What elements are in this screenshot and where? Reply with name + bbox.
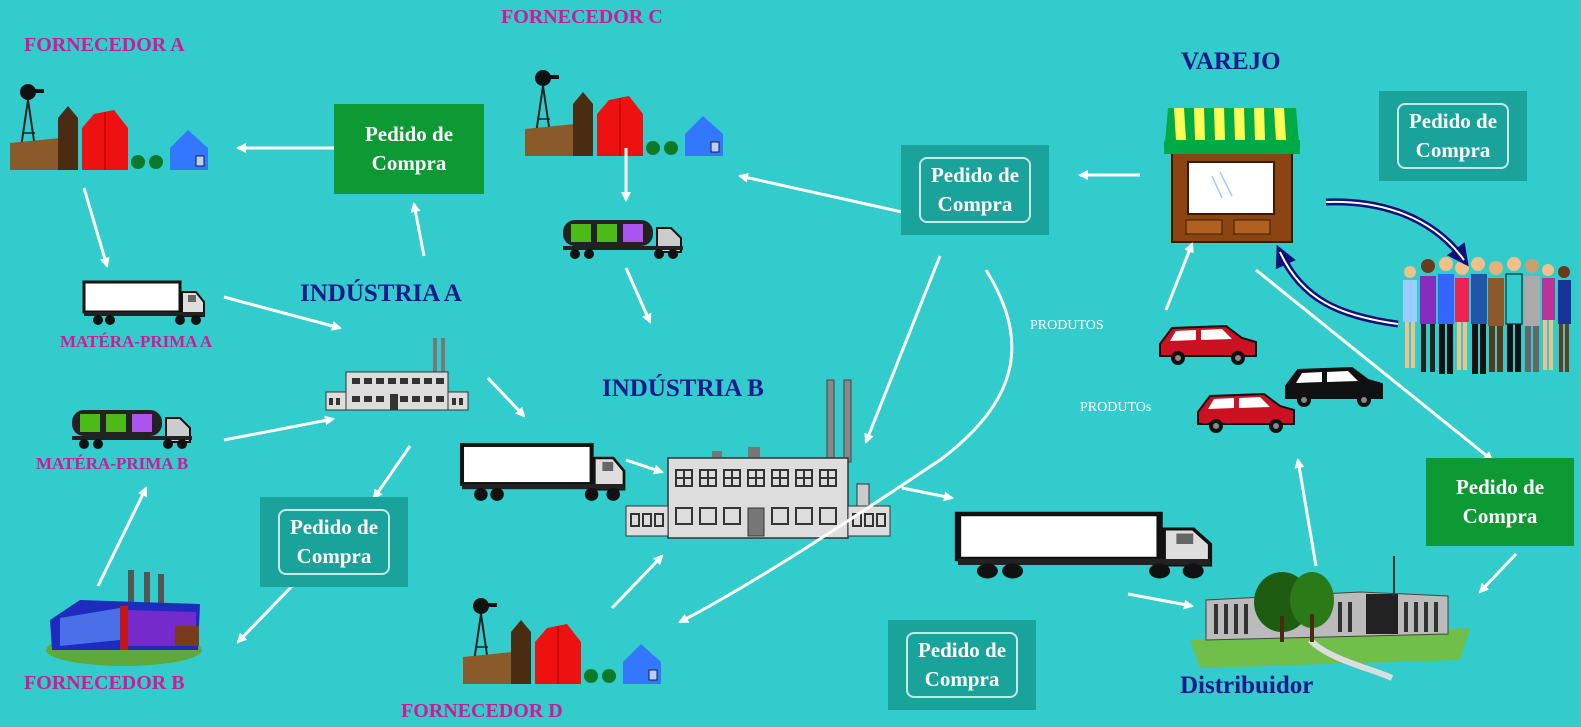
factory-icon-industria-b bbox=[625, 379, 891, 539]
order-box-industria-b: Pedido de Compra bbox=[901, 145, 1049, 235]
order-box-line2: Compra bbox=[1462, 504, 1538, 528]
label-produtos-2: PRODUTOs bbox=[1080, 400, 1152, 415]
order-box-distribuidor-to-industria-b: Pedido de Compra bbox=[888, 620, 1036, 710]
store-customer-arrows bbox=[1275, 198, 1469, 328]
order-box-varejo-to-distribuidor: Pedido de Compra bbox=[1426, 458, 1574, 546]
flow-arrows bbox=[82, 143, 1518, 644]
order-box-line1: Pedido de bbox=[917, 638, 1007, 662]
order-box-line1: Pedido de bbox=[930, 163, 1020, 187]
order-box-industria-a-to-fornecedor-b: Pedido de Compra bbox=[260, 497, 408, 587]
label-distribuidor: Distribuidor bbox=[1180, 672, 1314, 699]
order-box-industria-a-to-fornecedor-a: Pedido de Compra bbox=[334, 104, 484, 194]
factory-icon-fornecedor-b bbox=[46, 570, 202, 666]
customers-icon bbox=[1403, 257, 1571, 374]
order-box-line2: Compra bbox=[924, 667, 1000, 691]
order-box-line2: Compra bbox=[296, 544, 372, 568]
label-fornecedor-a: FORNECEDOR A bbox=[24, 34, 185, 56]
label-materia-prima-b: MATÉRA-PRIMA B bbox=[36, 454, 189, 473]
tanker-truck-icon-fornecedor-c bbox=[562, 219, 684, 260]
order-box-line2: Compra bbox=[371, 151, 447, 175]
label-fornecedor-c: FORNECEDOR C bbox=[501, 6, 663, 28]
truck-icon-distribuidor bbox=[958, 514, 1210, 579]
label-varejo: VAREJO bbox=[1181, 48, 1281, 75]
truck-icon-materia-prima-a bbox=[82, 280, 206, 327]
tanker-truck-icon-materia-prima-b bbox=[71, 409, 193, 450]
label-industria-a: INDÚSTRIA A bbox=[300, 280, 462, 307]
car-icon-red-2 bbox=[1197, 393, 1295, 434]
factory-icon-industria-a bbox=[325, 338, 469, 411]
order-box-line1: Pedido de bbox=[289, 515, 379, 539]
label-fornecedor-b: FORNECEDOR B bbox=[24, 672, 185, 694]
distributor-building-icon bbox=[1190, 556, 1470, 681]
order-box-customers: Pedido de Compra bbox=[1379, 91, 1527, 181]
label-industria-b: INDÚSTRIA B bbox=[602, 375, 764, 402]
car-icon-black bbox=[1285, 367, 1383, 408]
farm-icon-fornecedor-a bbox=[9, 83, 209, 171]
car-icon-red-1 bbox=[1159, 325, 1257, 366]
order-box-line1: Pedido de bbox=[1455, 475, 1545, 499]
farm-icon-fornecedor-c bbox=[524, 69, 724, 157]
store-icon bbox=[1164, 108, 1300, 243]
order-box-line2: Compra bbox=[937, 192, 1013, 216]
order-box-line1: Pedido de bbox=[364, 122, 454, 146]
label-materia-prima-a: MATÉRA-PRIMA A bbox=[60, 332, 213, 351]
label-produtos-1: PRODUTOS bbox=[1030, 318, 1104, 333]
order-box-line1: Pedido de bbox=[1408, 109, 1498, 133]
order-box-line2: Compra bbox=[1415, 138, 1491, 162]
farm-icon-fornecedor-d bbox=[462, 597, 662, 685]
label-fornecedor-d: FORNECEDOR D bbox=[401, 700, 563, 722]
truck-icon-industria-b bbox=[462, 445, 624, 501]
